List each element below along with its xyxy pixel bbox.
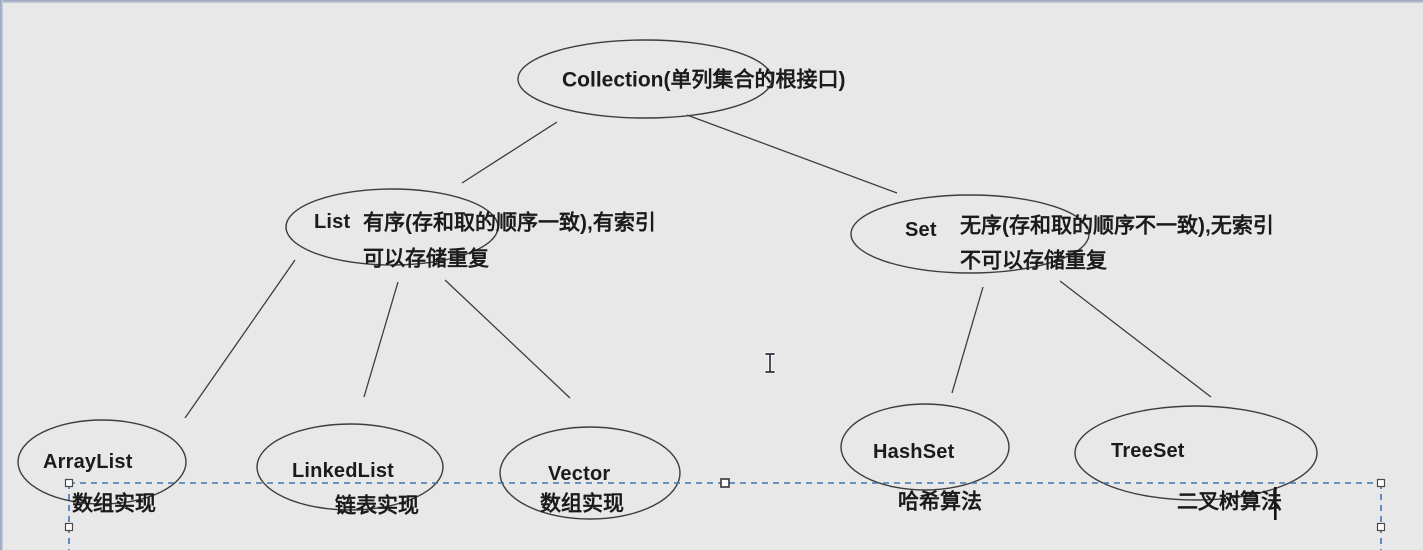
list-desc-line1[interactable]: 有序(存和取的顺序一致),有索引 [363,211,656,235]
node-collection-shape[interactable] [517,39,773,119]
arraylist-name[interactable]: ArrayList [43,451,133,473]
connector-list-arraylist[interactable] [184,259,296,419]
connector-set-treeset[interactable] [1059,280,1212,398]
vector-name[interactable]: Vector [548,463,611,485]
selection-handle-top-left[interactable] [64,478,74,488]
hashset-name[interactable]: HashSet [873,441,955,463]
set-desc-line1[interactable]: 无序(存和取的顺序不一致),无索引 [960,214,1274,238]
selection-handle-top-center[interactable] [720,478,730,488]
set-desc-line2[interactable]: 不可以存储重复 [960,249,1107,273]
window-left-edge [0,0,3,550]
node-treeset-shape[interactable] [1074,405,1318,501]
node-list-shape[interactable] [285,188,499,266]
node-linkedlist-shape[interactable] [256,423,444,511]
list-name[interactable]: List [314,211,351,233]
list-desc-line2[interactable]: 可以存储重复 [363,247,489,271]
window-top-edge [0,0,1423,3]
node-set-shape[interactable] [850,194,1090,274]
vector-note[interactable]: 数组实现 [540,492,624,516]
treeset-name[interactable]: TreeSet [1111,440,1185,462]
selection-handle-middle-left[interactable] [64,522,74,532]
collection-label[interactable]: Collection(单列集合的根接口) [562,68,846,92]
selection-handle-top-right[interactable] [1376,478,1386,488]
node-hashset-shape[interactable] [840,403,1010,491]
connector-collection-list[interactable] [461,121,558,184]
connector-list-linkedlist[interactable] [363,281,399,398]
connector-list-vector[interactable] [444,279,571,399]
linkedlist-note[interactable]: 链表实现 [335,494,419,518]
selection-handle-middle-right[interactable] [1376,522,1386,532]
treeset-note[interactable]: 二叉树算法 [1177,490,1282,514]
connector-collection-set[interactable] [686,114,898,194]
text-caret [1274,487,1277,520]
node-vector-shape[interactable] [499,426,681,520]
node-arraylist-shape[interactable] [17,419,187,505]
connector-set-hashset[interactable] [951,286,984,394]
arraylist-note[interactable]: 数组实现 [72,492,156,516]
hashset-note[interactable]: 哈希算法 [898,490,982,514]
selection-marquee[interactable] [68,482,1382,550]
linkedlist-name[interactable]: LinkedList [292,460,395,482]
mouse-cursor-ibeam [764,352,776,374]
set-name[interactable]: Set [905,219,937,241]
